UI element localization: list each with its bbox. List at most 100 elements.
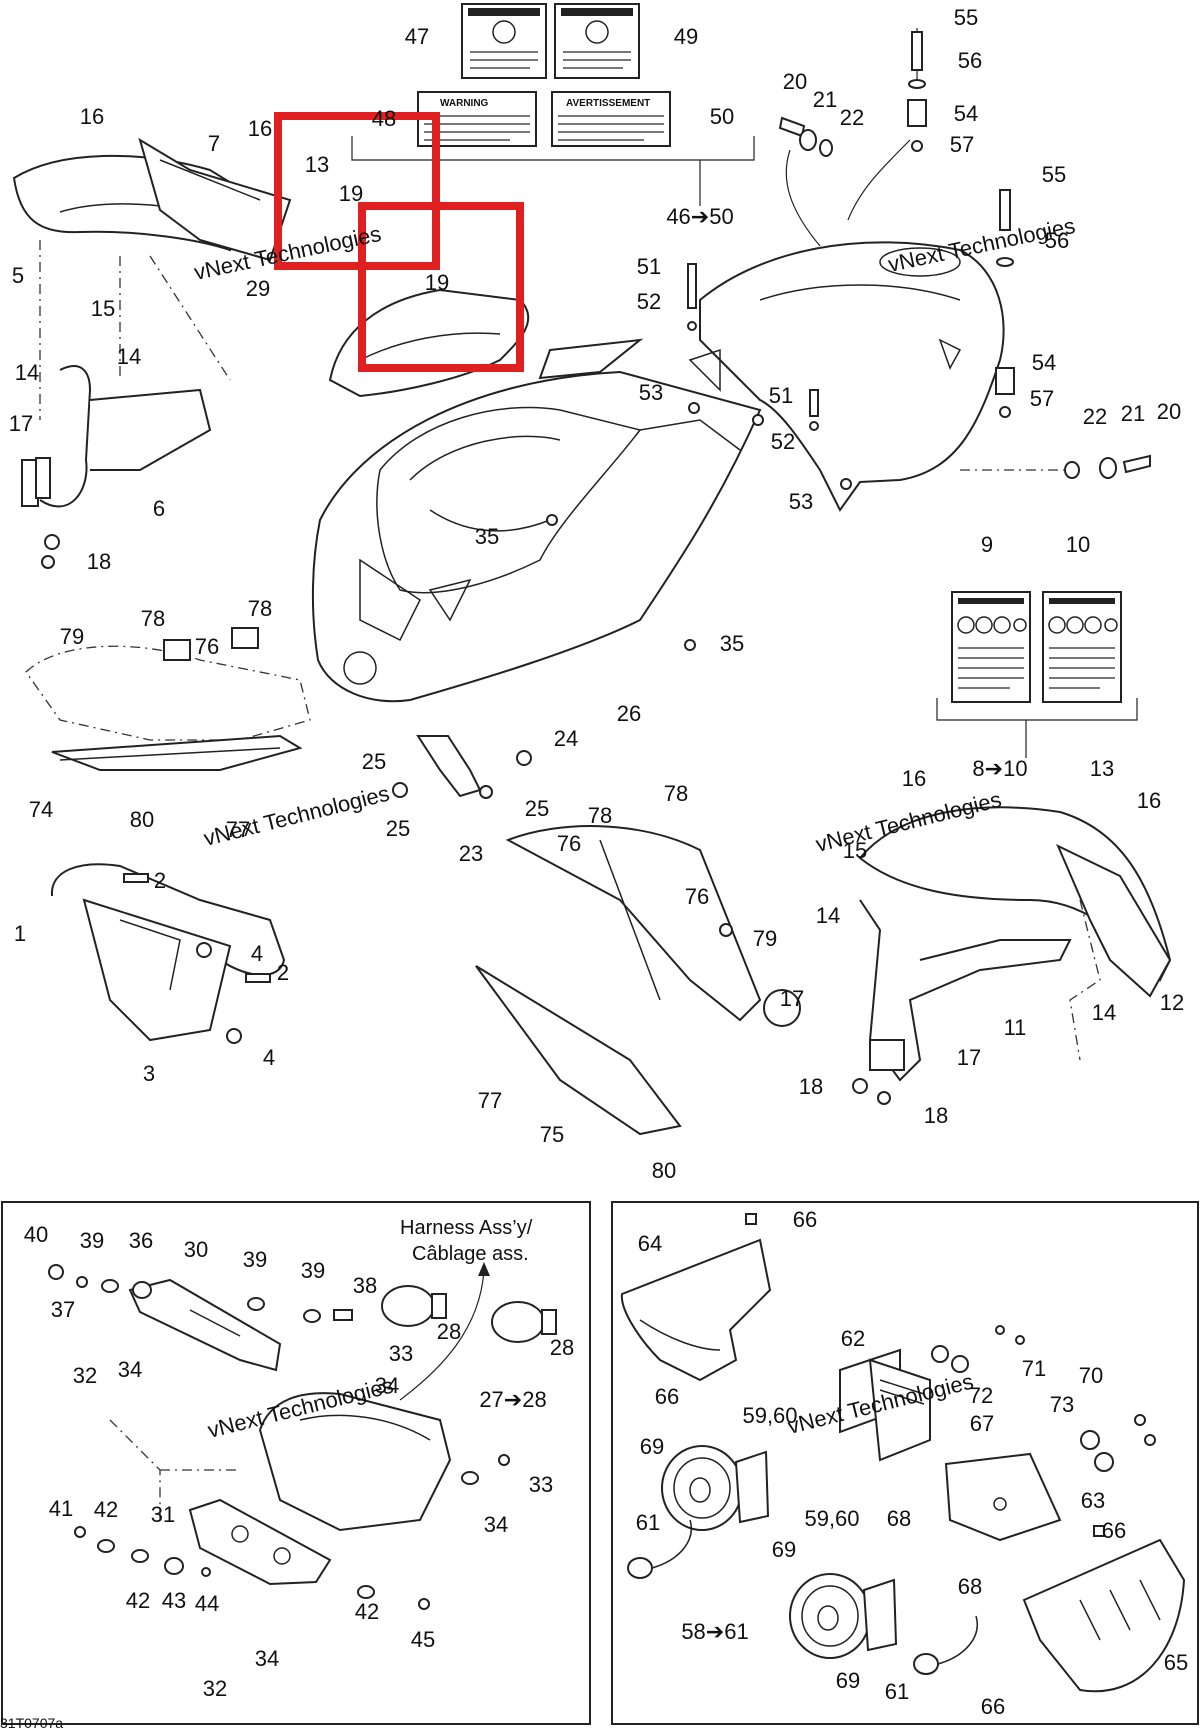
- callout-c56a: 56: [958, 48, 982, 73]
- callout-c23: 23: [459, 841, 483, 866]
- callout-c17b: 17: [780, 986, 804, 1011]
- bulb-61-a: [627, 1519, 692, 1579]
- callout-c77b: 77: [478, 1088, 502, 1113]
- harness-arrow-head: [478, 1262, 490, 1276]
- callout-c32b: 32: [203, 1676, 227, 1701]
- callout-c41: 41: [49, 1496, 73, 1521]
- callout-c57b: 57: [1030, 386, 1054, 411]
- callout-c4a: 4: [251, 941, 263, 966]
- bulbs-28: [381, 1285, 557, 1343]
- callout-c64: 64: [638, 1231, 662, 1256]
- left-dash-guide: [39, 240, 231, 420]
- bottom-left-panel-frame: [1, 1201, 591, 1725]
- callout-c19b: 19: [425, 270, 449, 295]
- skid-plate-74: [25, 627, 311, 771]
- callout-c68a: 68: [887, 1506, 911, 1531]
- callout-c54a: 54: [954, 101, 978, 126]
- callout-c21b: 21: [1121, 401, 1145, 426]
- callout-c59-60b: 59,60: [804, 1506, 859, 1531]
- callout-c52a: 52: [637, 289, 661, 314]
- callout-c76c: 76: [685, 884, 709, 909]
- callout-c36: 36: [129, 1228, 153, 1253]
- bottom-right-panel-frame: [611, 1201, 1199, 1725]
- callout-c66a: 66: [793, 1207, 817, 1232]
- callout-c27-28: 27➔28: [479, 1387, 546, 1412]
- callout-c78d: 78: [588, 803, 612, 828]
- callout-c28a: 28: [437, 1319, 461, 1344]
- callout-c17a: 17: [9, 411, 33, 436]
- callout-c1: 1: [14, 921, 26, 946]
- callout-c42b: 42: [126, 1588, 150, 1613]
- callout-c44: 44: [195, 1591, 219, 1616]
- warning-decal-50: AVERTISSEMENT: [551, 91, 671, 147]
- callout-c78c: 78: [664, 781, 688, 806]
- callout-c55a: 55: [954, 5, 978, 30]
- callout-c17c: 17: [957, 1045, 981, 1070]
- headlight-bracket-30: [48, 1264, 353, 1372]
- callout-c2a: 2: [154, 868, 166, 893]
- callout-c79a: 79: [60, 624, 84, 649]
- callout-c18a: 18: [87, 549, 111, 574]
- washers-70-73: [931, 1325, 1156, 1472]
- callout-c42a: 42: [94, 1497, 118, 1522]
- callout-c34d: 34: [255, 1646, 279, 1671]
- callout-c25b: 25: [386, 816, 410, 841]
- callout-c14d: 14: [1092, 1000, 1116, 1025]
- callout-c50: 50: [710, 104, 734, 129]
- callout-c21a: 21: [813, 87, 837, 112]
- callout-c47: 47: [405, 24, 429, 49]
- tank-arrow-b: [847, 139, 911, 221]
- right-fender-panel-12: [1056, 843, 1172, 998]
- callout-c7: 7: [208, 131, 220, 156]
- callout-c66b: 66: [655, 1384, 679, 1409]
- harness-arrow: [399, 1269, 485, 1401]
- callout-c13a: 13: [305, 152, 329, 177]
- callout-c12: 12: [1160, 990, 1184, 1015]
- right-dash-guide: [1069, 899, 1101, 1061]
- front-bumper-1: [50, 863, 286, 1044]
- upper-cover-64: [620, 1213, 772, 1382]
- callout-c2b: 2: [277, 960, 289, 985]
- callout-c59-60a: 59,60: [742, 1403, 797, 1428]
- harness-note-line-2: Câblage ass.: [412, 1243, 529, 1265]
- callout-c56b: 56: [1045, 228, 1069, 253]
- callout-c16a: 16: [80, 104, 104, 129]
- callout-c76a: 76: [195, 634, 219, 659]
- callout-c35b: 35: [720, 631, 744, 656]
- callout-c80a: 80: [130, 807, 154, 832]
- callout-c45: 45: [411, 1627, 435, 1652]
- callout-c14a: 14: [15, 360, 39, 385]
- callout-c34b: 34: [375, 1373, 399, 1398]
- callout-c22b: 22: [1083, 404, 1107, 429]
- tank-fasteners: [687, 28, 1151, 490]
- callout-c78a: 78: [141, 606, 165, 631]
- callout-c63: 63: [1081, 1488, 1105, 1513]
- callout-c8-10: 8➔10: [972, 756, 1027, 781]
- callout-c76b: 76: [557, 831, 581, 856]
- callout-c53b: 53: [789, 489, 813, 514]
- callout-c52b: 52: [771, 429, 795, 454]
- callout-c42c: 42: [355, 1599, 379, 1624]
- callout-c79b: 79: [753, 926, 777, 951]
- headlight-58: [661, 1445, 770, 1531]
- callout-c62: 62: [841, 1326, 865, 1351]
- bottom-left-dash-guide: [109, 1419, 240, 1520]
- callout-c40: 40: [24, 1222, 48, 1247]
- callout-c43: 43: [162, 1588, 186, 1613]
- callout-c71: 71: [1022, 1356, 1046, 1381]
- highlight-box-19: [358, 202, 524, 372]
- callout-c16c: 16: [902, 766, 926, 791]
- callout-c14c: 14: [816, 903, 840, 928]
- callout-c33a: 33: [389, 1341, 413, 1366]
- callout-c74: 74: [29, 797, 53, 822]
- callout-c38: 38: [353, 1273, 377, 1298]
- callout-c4b: 4: [263, 1045, 275, 1070]
- callout-c37: 37: [51, 1297, 75, 1322]
- callout-c70: 70: [1079, 1363, 1103, 1388]
- warning-decal-49: [554, 3, 640, 79]
- decal-8-10-bracket: [936, 698, 1138, 758]
- callout-c16b: 16: [248, 116, 272, 141]
- callout-c39b: 39: [243, 1247, 267, 1272]
- callout-c25c: 25: [525, 796, 549, 821]
- callout-c57a: 57: [950, 132, 974, 157]
